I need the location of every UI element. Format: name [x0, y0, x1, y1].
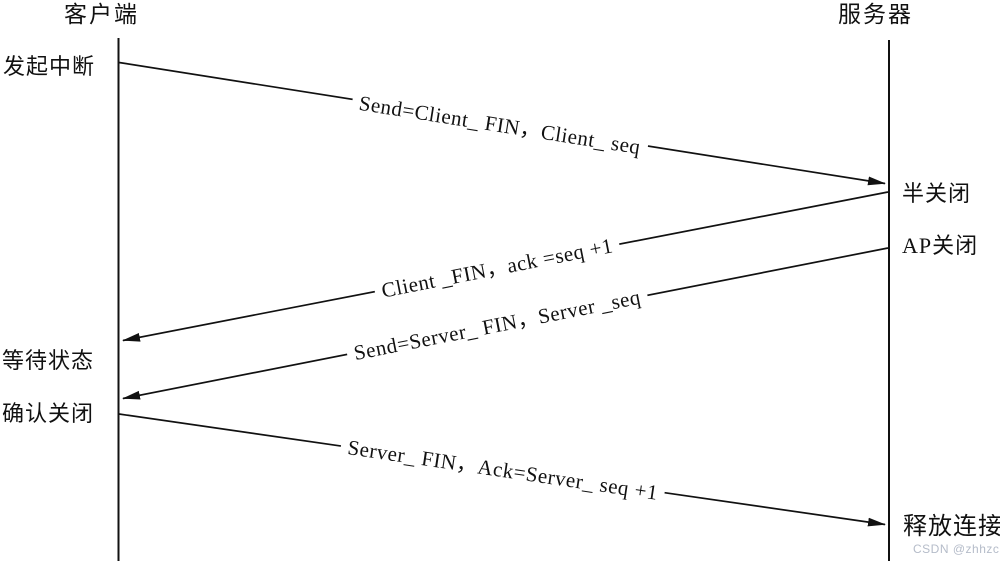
csdn-watermark: CSDN @zhhzc — [913, 542, 1000, 556]
client-state-waiting: 等待状态 — [2, 348, 95, 373]
server-state-half-closed: 半关闭 — [902, 181, 972, 206]
participant-client-title: 客户端 — [64, 2, 139, 27]
client-state-confirm-close: 确认关闭 — [2, 401, 95, 426]
server-state-ap-closed: AP关闭 — [902, 233, 979, 258]
server-state-release-connection: 释放连接 — [903, 514, 1000, 540]
client-state-initiate-interrupt: 发起中断 — [3, 54, 96, 79]
participant-server-title: 服务器 — [838, 2, 913, 27]
